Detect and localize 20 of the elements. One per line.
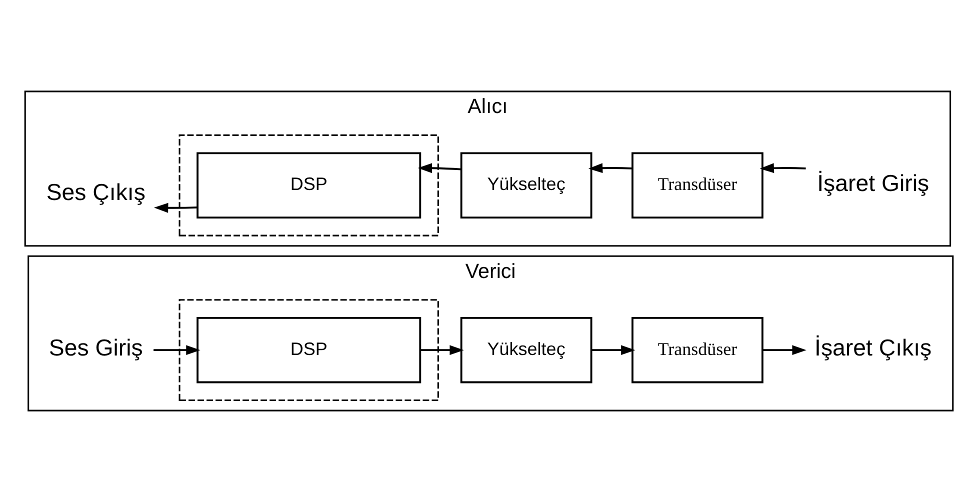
cluster	[178, 134, 438, 236]
arrow	[420, 345, 464, 356]
node-text: İşaret Çıkış	[814, 334, 932, 361]
node-text: İşaret Giriş	[816, 170, 929, 196]
node-box: DSP	[196, 152, 421, 218]
arrow	[153, 345, 200, 356]
arrow	[417, 163, 461, 174]
arrow	[759, 163, 806, 174]
cluster	[178, 299, 438, 402]
node-text: Ses Giriş	[48, 334, 142, 361]
node-box: DSP	[196, 316, 421, 384]
node-box: Transdüser	[631, 316, 763, 384]
arrow	[588, 163, 632, 174]
arrow	[153, 202, 198, 213]
arrow	[590, 345, 635, 356]
arrow	[762, 345, 806, 356]
node-box: Yükselteç	[460, 316, 592, 384]
node-text: Ses Çıkış	[46, 179, 145, 206]
node-box: Yükselteç	[460, 152, 592, 218]
node-box: Transdüser	[631, 152, 763, 218]
